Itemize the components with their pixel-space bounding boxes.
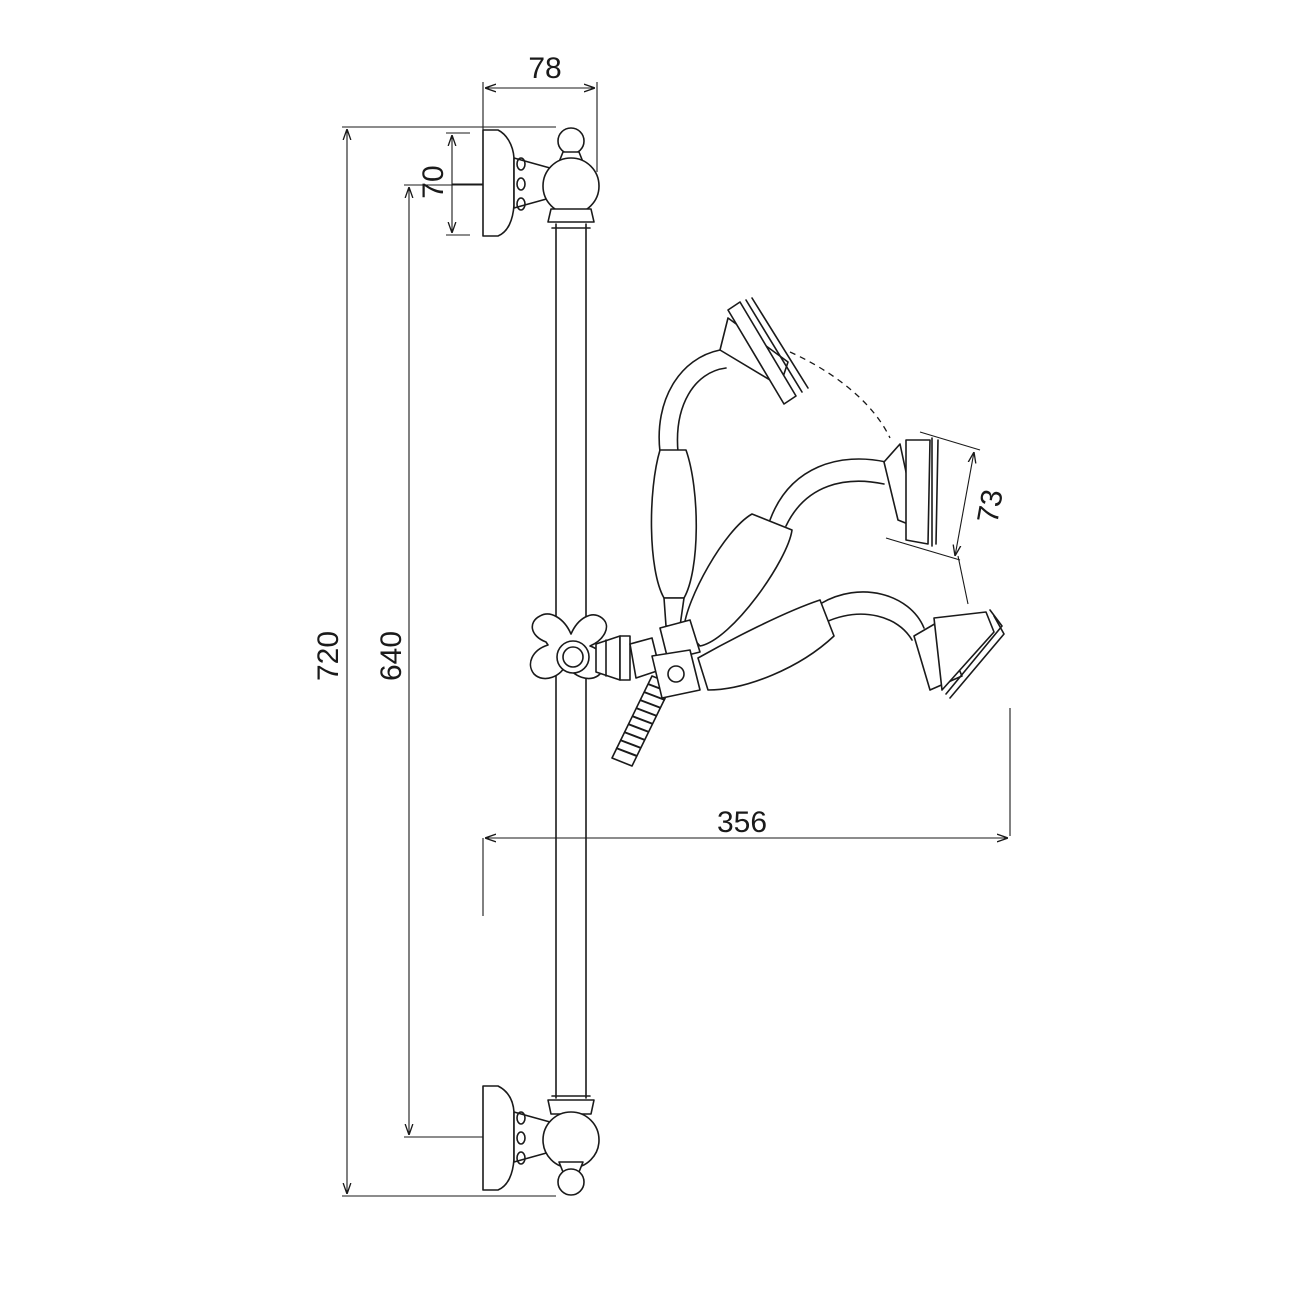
dimension-lines xyxy=(342,82,1011,1197)
dim-label-73: 73 xyxy=(971,487,1009,526)
dimension-labels: 78 70 720 640 356 73 xyxy=(312,52,1010,839)
handset-position-angled xyxy=(659,437,939,661)
dim-label-70: 70 xyxy=(417,165,450,198)
bottom-wall-bracket xyxy=(482,1085,600,1196)
dim-label-78: 78 xyxy=(528,52,561,85)
cross-handle-slider xyxy=(529,613,608,680)
dim-label-356: 356 xyxy=(717,806,767,839)
swing-arc xyxy=(789,351,891,439)
dim-label-640: 640 xyxy=(375,631,408,681)
handset-position-low xyxy=(651,591,1005,699)
dim-label-720: 720 xyxy=(312,631,345,681)
swivel-connector xyxy=(595,635,661,681)
handset-position-upright xyxy=(650,297,809,627)
shower-hose xyxy=(611,675,673,767)
top-wall-bracket xyxy=(482,127,600,237)
